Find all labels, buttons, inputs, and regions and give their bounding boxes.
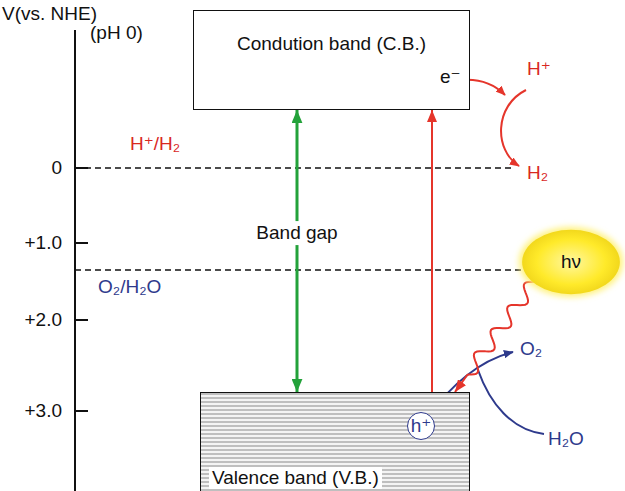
redox-level-label: O₂/H₂O [98,276,161,298]
axis-tick [75,319,88,321]
excitation-arrow [431,110,433,392]
axis-title: V(vs. NHE) [2,3,97,25]
tick-label: +1.0 [24,232,62,254]
redox-level-label: H⁺/H₂ [130,133,180,155]
species-label: H⁺ [527,58,551,80]
photon-wave-arrow [455,282,534,392]
hydrogen-level-line [75,167,515,168]
species-label: H₂ [527,162,548,184]
band-label: Condution band (C.B.) [237,33,426,55]
valence-band: h⁺ Valence band (V.B.) [200,392,470,491]
tick-label: +3.0 [24,400,62,422]
tick-label: 0 [51,157,62,179]
axis-tick [75,410,88,412]
band-gap-arrow [296,110,299,392]
photon-ellipse-fill [522,230,620,294]
water-arrow [478,370,544,434]
species-label: H₂O [548,428,584,450]
electron-label: e⁻ [440,66,461,88]
hatch-fill [201,393,469,491]
axis-tick [75,242,88,244]
band-label: Valence band (V.B.) [209,467,382,489]
photon-glow [519,227,623,297]
ph-note: (pH 0) [90,22,143,44]
potential-axis [74,30,76,491]
conduction-band: Condution band (C.B.) [193,10,470,110]
band-label: hν [561,251,581,273]
oxygen-level-line [75,269,528,270]
species-label: O₂ [520,338,542,360]
edge-label: Band gap [252,221,341,245]
reduction-arrow [501,90,526,166]
hole-circle: h⁺ [407,412,436,441]
band-label: h⁺ [411,415,432,437]
photon-ellipse: hν [519,227,623,297]
tick-label: +2.0 [24,309,62,331]
